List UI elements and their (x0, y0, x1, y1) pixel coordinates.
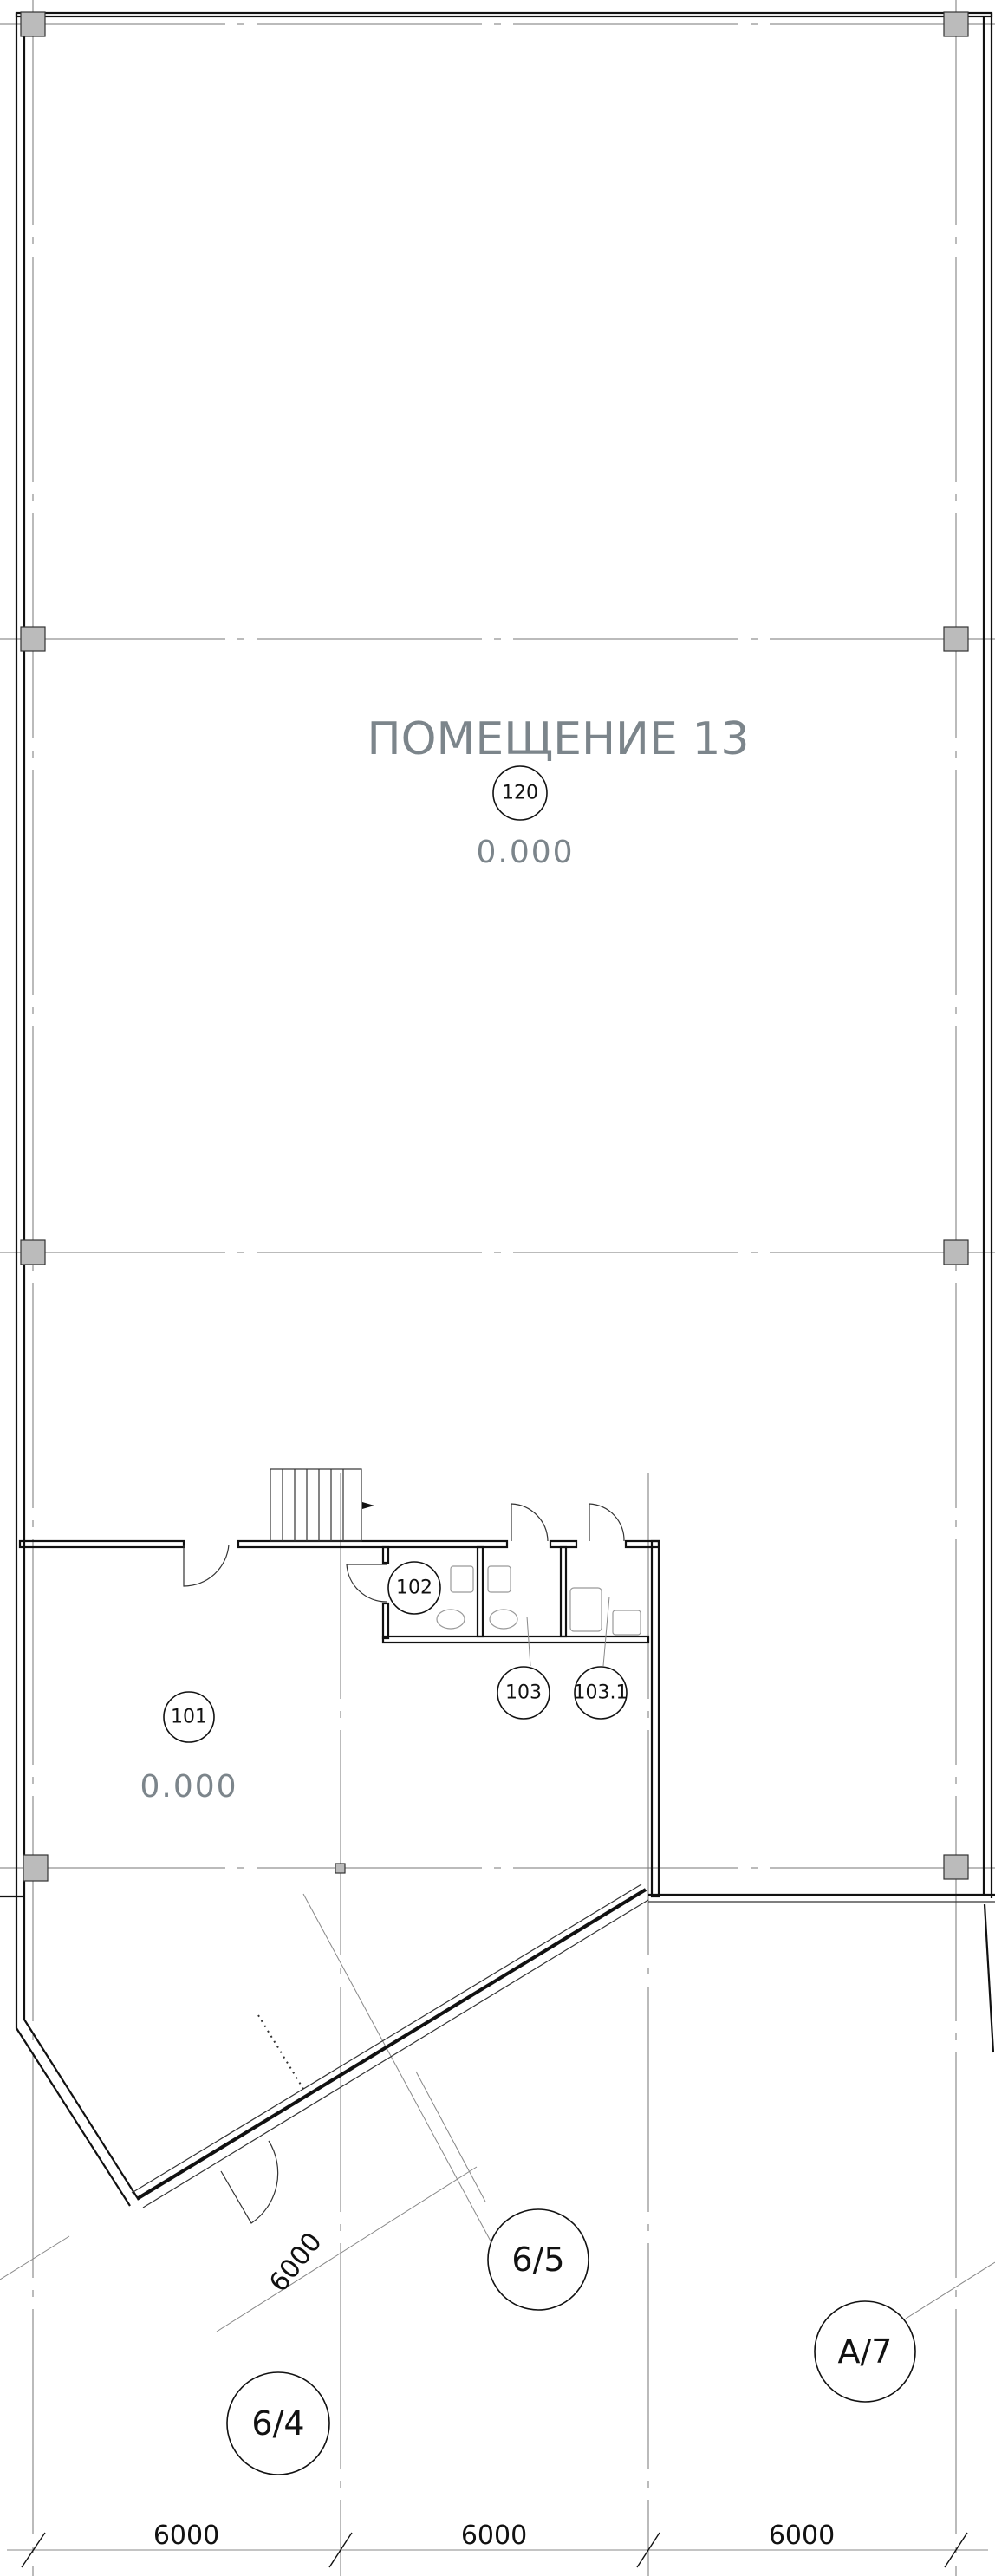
room-number-tag (492, 765, 548, 821)
axis-bubble (487, 2208, 589, 2311)
room-number-103-1: 103.1 (574, 1682, 628, 1704)
interior-walls (18, 1468, 660, 2224)
door-103 (511, 1503, 549, 1542)
door-entrance (220, 2140, 279, 2224)
dimension-bottom-2: 6000 (461, 2521, 527, 2551)
room-number-120: 120 (502, 783, 538, 804)
axis-label-6-5: 6/5 (511, 2241, 564, 2279)
door-102 (346, 1564, 387, 1603)
room-number-tag (574, 1666, 628, 1720)
axis-bubble (814, 2300, 916, 2403)
room-number-tag (387, 1561, 441, 1615)
room-101-elevation: 0.000 (140, 1769, 237, 1805)
main-room-title: ПОМЕЩЕНИЕ 13 (367, 713, 749, 765)
dimension-bottom-1: 6000 (153, 2521, 219, 2551)
room-number-102: 102 (396, 1577, 432, 1599)
room-number-tag (163, 1691, 215, 1743)
dimension-diagonal: 6000 (263, 2227, 328, 2298)
room-number-103: 103 (505, 1682, 542, 1704)
axis-label-6-4: 6/4 (251, 2404, 304, 2443)
door-103-1 (589, 1503, 625, 1542)
axis-bubble (226, 2371, 330, 2475)
outer-walls (0, 11, 995, 2208)
stair (270, 1468, 374, 1542)
room-number-101: 101 (171, 1707, 207, 1728)
columns (20, 11, 969, 1882)
room-number-tag (497, 1666, 550, 1720)
axis-label-a-7: А/7 (838, 2332, 893, 2371)
main-room-elevation: 0.000 (476, 835, 574, 870)
door-101 (183, 1544, 230, 1587)
dimension-bottom-3: 6000 (769, 2521, 835, 2551)
sanitary-fixtures (436, 1565, 641, 1636)
